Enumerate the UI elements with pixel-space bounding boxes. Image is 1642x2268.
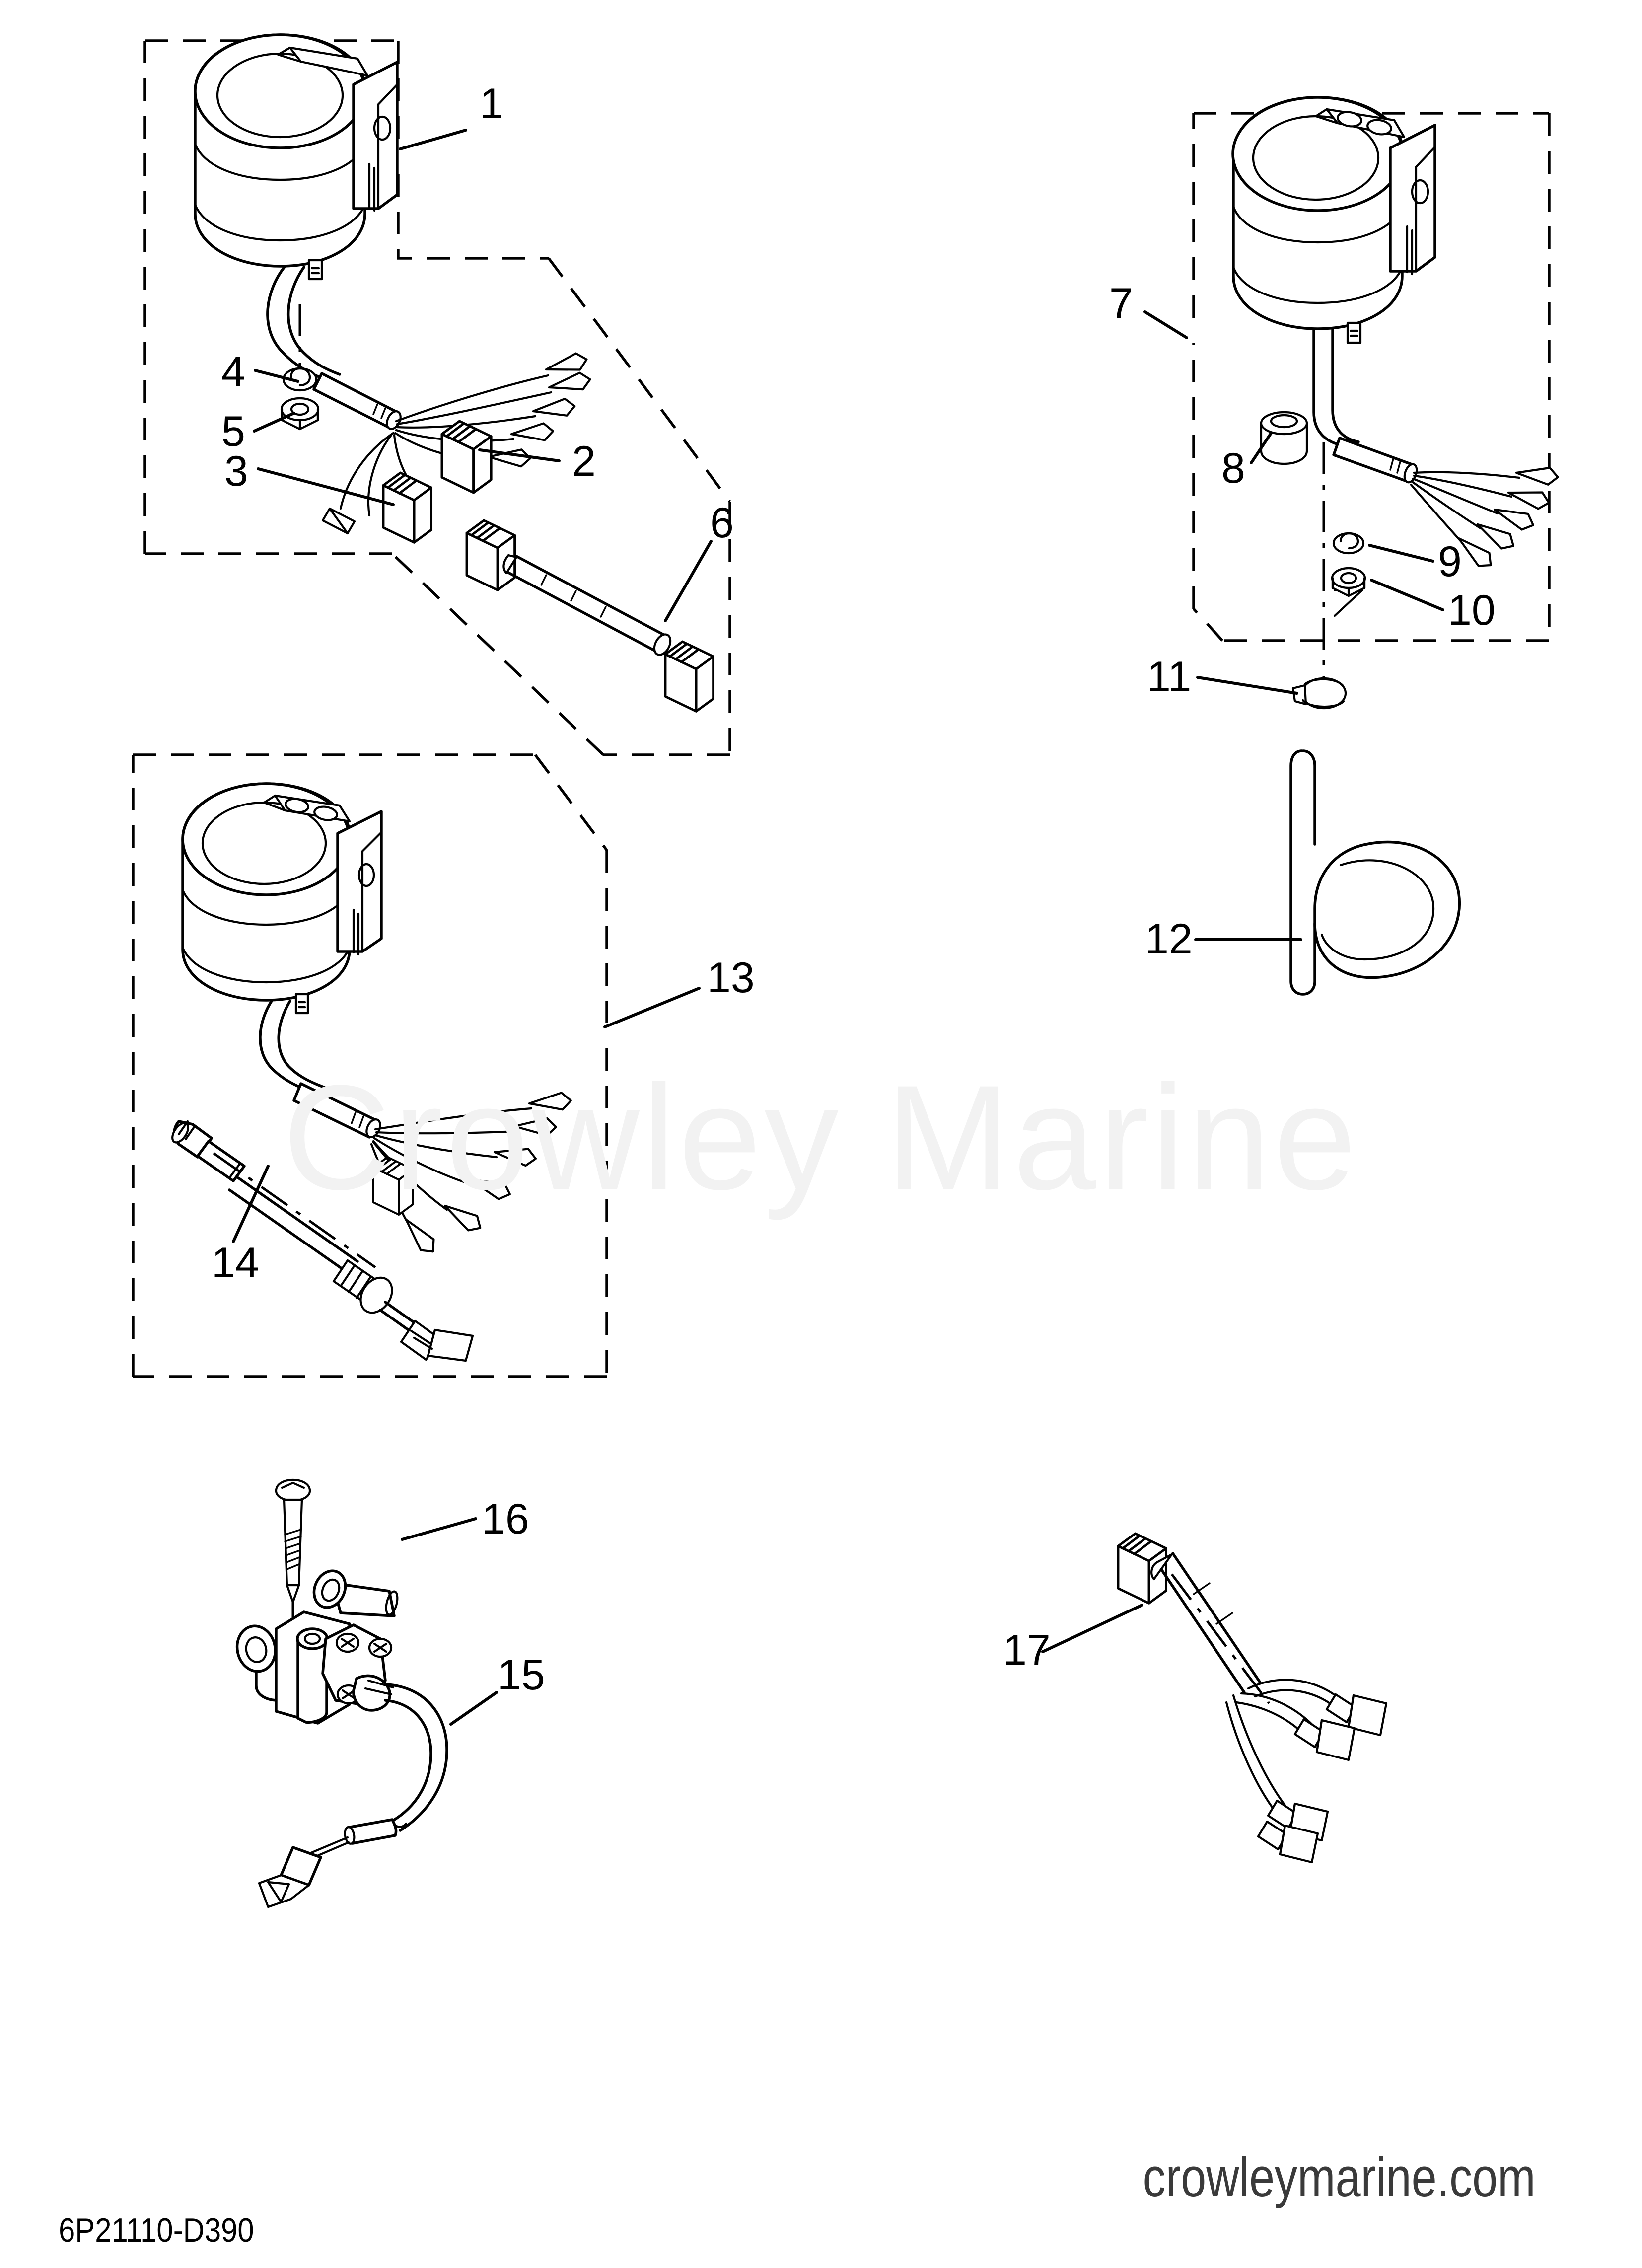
connector-2[interactable] bbox=[442, 421, 491, 493]
callout-13: 13 bbox=[707, 954, 755, 1002]
gauge-7-cable bbox=[1312, 327, 1360, 446]
lock-washer-4 bbox=[282, 367, 318, 392]
callout-15: 15 bbox=[498, 1651, 545, 1699]
centerline-17 bbox=[1171, 1573, 1270, 1704]
connector-13-aux-wire bbox=[372, 1141, 390, 1162]
sender-wire-lead-15 bbox=[258, 1683, 448, 1908]
connector-6-outlet[interactable] bbox=[665, 642, 714, 711]
callout-12: 12 bbox=[1145, 915, 1193, 963]
callout-2: 2 bbox=[572, 438, 596, 485]
gauge-body-7 bbox=[1231, 96, 1436, 344]
part-number-label: 6P21110-D390 bbox=[59, 2211, 254, 2249]
gauge-13-cable bbox=[259, 999, 326, 1092]
tapping-screw-16 bbox=[275, 1478, 311, 1604]
group-7-boundary bbox=[1192, 112, 1551, 642]
callout-1: 1 bbox=[480, 80, 503, 128]
watermark: Crowley Marine bbox=[283, 1054, 1359, 1221]
coiled-hose-12 bbox=[1289, 749, 1461, 996]
wire-bundle-sleeve-1 bbox=[312, 372, 402, 430]
callout-5: 5 bbox=[221, 408, 245, 455]
wire-bundle-sleeve-7 bbox=[1332, 437, 1418, 484]
grommet-8 bbox=[1260, 411, 1308, 465]
connector-3[interactable] bbox=[383, 473, 431, 542]
leader-lines-group-1 bbox=[253, 129, 713, 622]
callout-14: 14 bbox=[212, 1239, 259, 1287]
callout-16: 16 bbox=[482, 1495, 529, 1543]
callout-4: 4 bbox=[221, 348, 245, 396]
callout-7: 7 bbox=[1109, 280, 1133, 327]
wire-harness-17 bbox=[1118, 1534, 1388, 1864]
sensor-bellows-14 bbox=[332, 1259, 393, 1314]
callout-6: 6 bbox=[710, 499, 734, 547]
site-logo: crowleymarine.com bbox=[1142, 2146, 1536, 2208]
leader-lines-misc bbox=[401, 1517, 1143, 1726]
leader-lines-group-7 bbox=[1143, 310, 1444, 941]
callout-17: 17 bbox=[1003, 1626, 1051, 1674]
hex-nut-10 bbox=[1331, 567, 1366, 597]
lock-washer-9 bbox=[1332, 532, 1365, 555]
callout-8: 8 bbox=[1221, 444, 1245, 492]
extension-lead-6 bbox=[502, 554, 672, 656]
sender-body-15 bbox=[235, 1569, 399, 1725]
callout-3: 3 bbox=[224, 447, 248, 495]
callout-11: 11 bbox=[1147, 653, 1191, 701]
connector-3-bullet bbox=[321, 507, 356, 535]
leader-lines-group-13 bbox=[232, 987, 701, 1243]
gauge-body-13 bbox=[181, 782, 383, 1015]
gauge-body-1 bbox=[194, 33, 399, 281]
group-13-boundary bbox=[132, 753, 608, 1378]
gauge-7-wire-fan bbox=[1410, 464, 1559, 572]
callout-10: 10 bbox=[1448, 586, 1496, 634]
callout-9: 9 bbox=[1438, 538, 1462, 585]
wire-clamp-11 bbox=[1291, 677, 1347, 710]
callout-numbers: 1 2 3 4 5 6 7 8 9 10 11 12 13 14 15 16 1… bbox=[212, 80, 1496, 1699]
